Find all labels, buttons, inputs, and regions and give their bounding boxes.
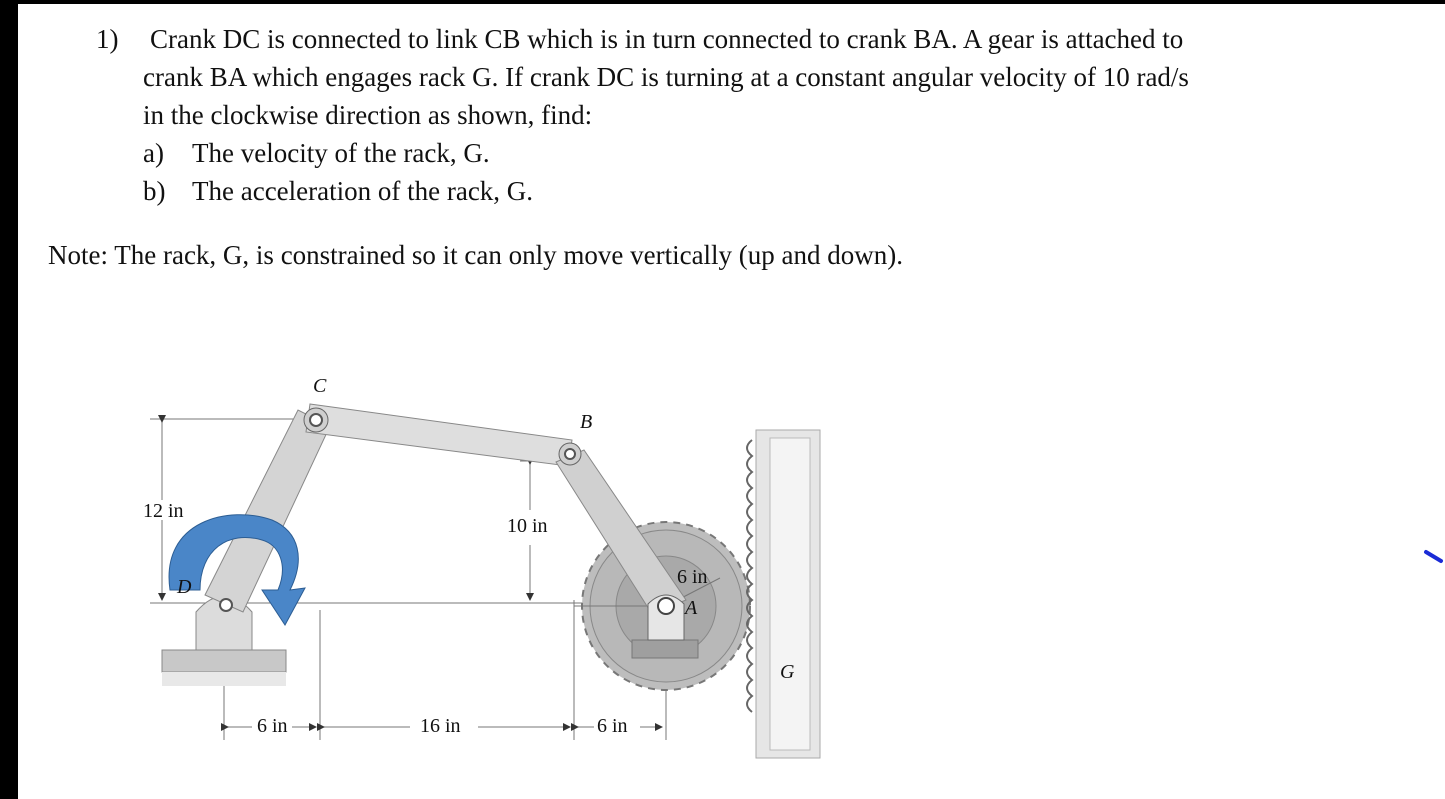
dim-bottom-3: 6 in (597, 715, 628, 737)
dim-height-mid: 10 in (507, 515, 548, 537)
part-b-label: b) (143, 176, 166, 206)
pen-mark (1424, 550, 1443, 563)
crank-ba (555, 442, 687, 615)
top-black-bar (1333, 0, 1445, 4)
link-cb (303, 403, 573, 467)
pin-a-support (631, 594, 699, 659)
clockwise-arrow (168, 514, 306, 626)
part-a-label: a) (143, 138, 164, 168)
note-text: Note: The rack, G, is constrained so it … (48, 240, 904, 270)
problem-line-2: crank BA which engages rack G. If crank … (143, 62, 1189, 92)
label-c: C (313, 375, 327, 397)
dim-bottom-1: 6 in (257, 715, 288, 737)
problem-line-1: Crank DC is connected to link CB which i… (150, 24, 1184, 54)
label-g: G (780, 661, 795, 683)
dim-gear-radius: 6 in (677, 566, 708, 588)
part-a-text: The velocity of the rack, G. (192, 138, 490, 168)
problem-number: 1) (96, 24, 119, 54)
label-d: D (176, 576, 192, 598)
crank-dc (204, 409, 331, 613)
label-b: B (580, 411, 592, 433)
dim-bottom-2: 16 in (420, 715, 461, 737)
problem-line-3: in the clockwise direction as shown, fin… (143, 100, 593, 130)
rack-g (746, 429, 821, 759)
dim-height-left: 12 in (143, 500, 184, 522)
part-b-text: The acceleration of the rack, G. (192, 176, 534, 206)
label-a: A (683, 597, 698, 619)
ground-support (161, 595, 287, 686)
